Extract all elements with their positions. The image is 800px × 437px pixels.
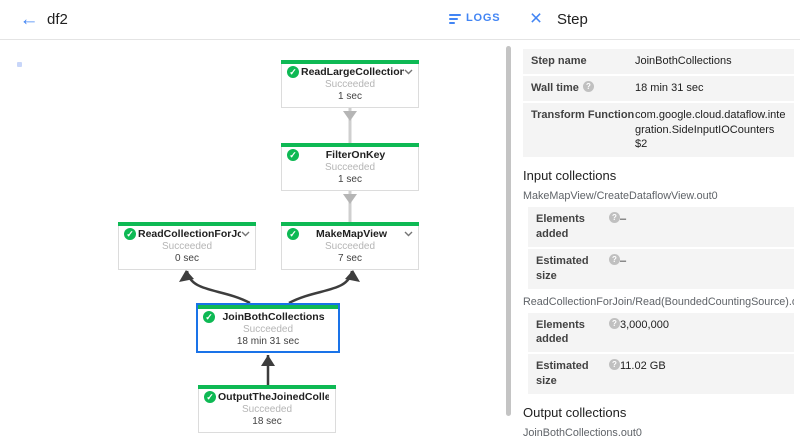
node-status: Succeeded <box>241 404 293 415</box>
row-value: 3,000,000 <box>620 318 669 331</box>
row-label: Transform Function <box>531 108 635 121</box>
node-status-bar <box>281 222 419 226</box>
summary-row-transform-function: Transform Function com.google.cloud.data… <box>523 103 794 158</box>
logs-button[interactable]: LOGS <box>449 12 500 24</box>
node-time: 18 sec <box>252 416 282 427</box>
node-status: Succeeded <box>242 324 294 335</box>
node-time: 1 sec <box>338 174 362 185</box>
graph-edges <box>179 108 360 386</box>
success-check-icon: ✓ <box>203 311 215 323</box>
graph-node-readcollectionforjoin[interactable]: ✓ ReadCollectionForJoin Succeeded 0 sec <box>118 222 256 270</box>
collection-name: ReadCollectionForJoin/Read(BoundedCounti… <box>523 295 794 308</box>
step-panel-title: Step <box>557 11 588 28</box>
node-status-bar <box>118 222 256 226</box>
collection-name: JoinBothCollections.out0 <box>523 426 642 437</box>
graph-node-joinbothcollections-selected[interactable]: ✓ JoinBothCollections Succeeded 18 min 3… <box>196 303 340 353</box>
row-value: 11.02 GB <box>620 360 666 373</box>
node-status-bar <box>281 143 419 147</box>
minimap-dot <box>17 62 22 67</box>
graph-node-filteronkey[interactable]: ✓ FilterOnKey Succeeded 1 sec <box>281 143 419 191</box>
row-value: – <box>620 213 627 226</box>
summary-row-step-name: Step name JoinBothCollections <box>523 49 794 76</box>
node-title: ReadCollectionForJoin <box>138 228 241 240</box>
row-label: Wall time <box>531 81 579 94</box>
collection-name: MakeMapView/CreateDataflowView.out0 <box>523 190 718 203</box>
row-label: Estimated size <box>536 254 589 282</box>
row-value: com.google.cloud.dataflow.integration.Si… <box>635 108 786 151</box>
chevron-down-icon[interactable] <box>404 229 414 239</box>
row-label: Elements added <box>536 213 585 241</box>
chevron-down-icon[interactable] <box>241 229 251 239</box>
help-icon[interactable]: ? <box>609 212 620 224</box>
node-time: 1 sec <box>338 91 362 102</box>
logs-button-label: LOGS <box>466 12 501 24</box>
node-status: Succeeded <box>161 241 213 252</box>
row-label: Step name <box>531 55 587 67</box>
node-status: Succeeded <box>324 162 376 173</box>
help-icon[interactable]: ? <box>609 317 620 329</box>
node-time: 7 sec <box>338 253 362 264</box>
job-graph-canvas[interactable]: ✓ ReadLargeCollectionFr... Succeeded 1 s… <box>0 41 505 437</box>
success-check-icon: ✓ <box>124 228 136 240</box>
back-arrow-icon[interactable]: ← <box>19 9 39 30</box>
success-check-icon: ✓ <box>287 66 299 78</box>
metric-row: Elements added ? – <box>528 207 794 249</box>
node-status-bar <box>198 385 336 389</box>
metrics-card: Elements added ? – Estimated size ? – <box>528 207 794 289</box>
node-status: Succeeded <box>324 241 376 252</box>
summary-row-wall-time: Wall time ? 18 min 31 sec <box>523 76 794 103</box>
metric-row: Estimated size ? 11.02 GB <box>528 354 794 394</box>
node-status: Succeeded <box>324 79 376 90</box>
success-check-icon: ✓ <box>287 228 299 240</box>
row-label: Elements added <box>536 318 585 346</box>
logs-list-icon <box>449 13 461 24</box>
success-check-icon: ✓ <box>204 391 216 403</box>
success-check-icon: ✓ <box>287 149 299 161</box>
row-value: 18 min 31 sec <box>635 81 704 94</box>
node-title: MakeMapView <box>315 228 387 240</box>
node-title: FilterOnKey <box>325 149 386 161</box>
graph-node-readlargecollection[interactable]: ✓ ReadLargeCollectionFr... Succeeded 1 s… <box>281 60 419 108</box>
job-title: df2 <box>47 11 68 28</box>
node-title: OutputTheJoinedCollec... <box>218 391 329 403</box>
output-collections-heading: Output collections <box>523 404 627 420</box>
close-icon[interactable]: × <box>529 7 543 30</box>
node-status-bar <box>198 305 338 309</box>
metric-row: Estimated size ? – <box>528 249 794 289</box>
help-icon[interactable]: ? <box>609 359 620 371</box>
panel-scrollbar[interactable] <box>506 46 511 416</box>
row-label: Estimated size <box>536 360 589 388</box>
node-title: JoinBothCollections <box>222 311 325 323</box>
help-icon[interactable]: ? <box>609 253 620 265</box>
topbar: ← df2 LOGS × Step <box>0 0 800 40</box>
row-value: – <box>620 254 627 267</box>
node-time: 18 min 31 sec <box>236 336 300 347</box>
node-time: 0 sec <box>175 253 199 264</box>
metrics-card: Elements added ? 3,000,000 Estimated siz… <box>528 312 794 394</box>
node-title: ReadLargeCollectionFr... <box>301 66 404 78</box>
metric-row: Elements added ? 3,000,000 <box>528 313 794 355</box>
step-summary-card: Step name JoinBothCollections Wall time … <box>523 49 794 158</box>
step-detail-panel: Step name JoinBothCollections Wall time … <box>513 41 800 437</box>
graph-node-outputthejoined[interactable]: ✓ OutputTheJoinedCollec... Succeeded 18 … <box>198 385 336 433</box>
node-status-bar <box>281 60 419 64</box>
help-icon[interactable]: ? <box>582 80 594 92</box>
chevron-down-icon[interactable] <box>404 67 414 77</box>
graph-node-makemapview[interactable]: ✓ MakeMapView Succeeded 7 sec <box>281 222 419 270</box>
input-collections-heading: Input collections <box>523 168 617 184</box>
row-value: JoinBothCollections <box>635 55 732 67</box>
